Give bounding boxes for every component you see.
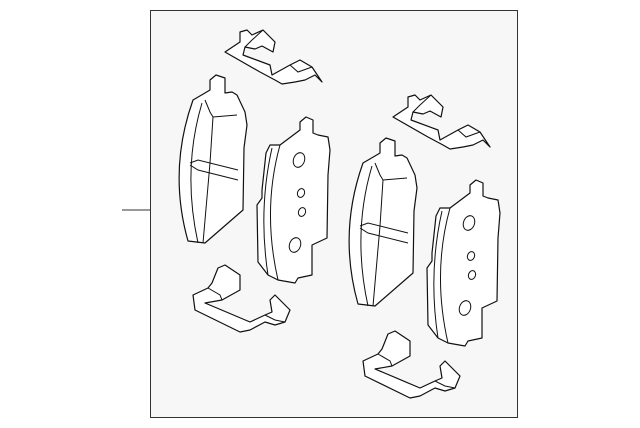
parts-diagram — [122, 10, 518, 418]
